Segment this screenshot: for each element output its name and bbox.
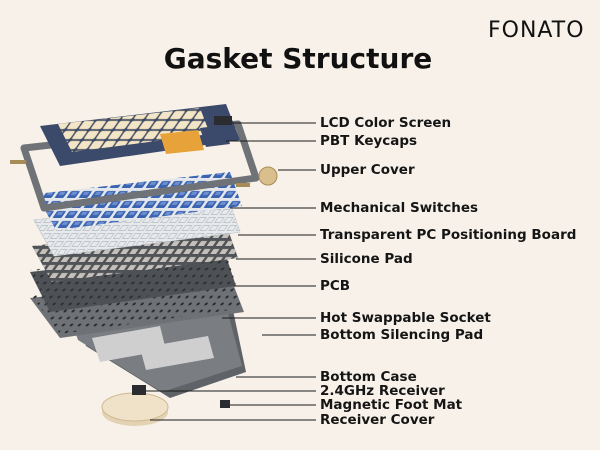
label-silicone-pad: Silicone Pad bbox=[320, 251, 413, 267]
label-upper-cover: Upper Cover bbox=[320, 162, 415, 178]
lcd-screen-part bbox=[214, 116, 232, 125]
label-magnetic-foot-mat: Magnetic Foot Mat bbox=[320, 397, 463, 413]
label-pc-positioning-board: Transparent PC Positioning Board bbox=[320, 227, 577, 243]
leader-lines bbox=[146, 122, 316, 421]
page-title: Gasket Structure bbox=[163, 42, 433, 75]
receiver-part bbox=[132, 385, 146, 395]
label-bottom-silencing-pad: Bottom Silencing Pad bbox=[320, 327, 484, 343]
label-mechanical-switches: Mechanical Switches bbox=[320, 200, 479, 216]
label-receiver-cover: Receiver Cover bbox=[320, 412, 435, 428]
label-hot-swappable-socket: Hot Swappable Socket bbox=[320, 310, 491, 326]
label-pbt-keycaps: PBT Keycaps bbox=[320, 133, 418, 149]
foot-mat-part bbox=[220, 400, 230, 408]
label-lcd-color-screen: LCD Color Screen bbox=[320, 115, 452, 131]
label-bottom-case: Bottom Case bbox=[320, 369, 417, 385]
keycaps-part bbox=[40, 104, 240, 166]
brand-logo: FONATO bbox=[488, 18, 585, 43]
label-receiver: 2.4GHz Receiver bbox=[320, 383, 445, 399]
label-pcb: PCB bbox=[320, 278, 351, 294]
